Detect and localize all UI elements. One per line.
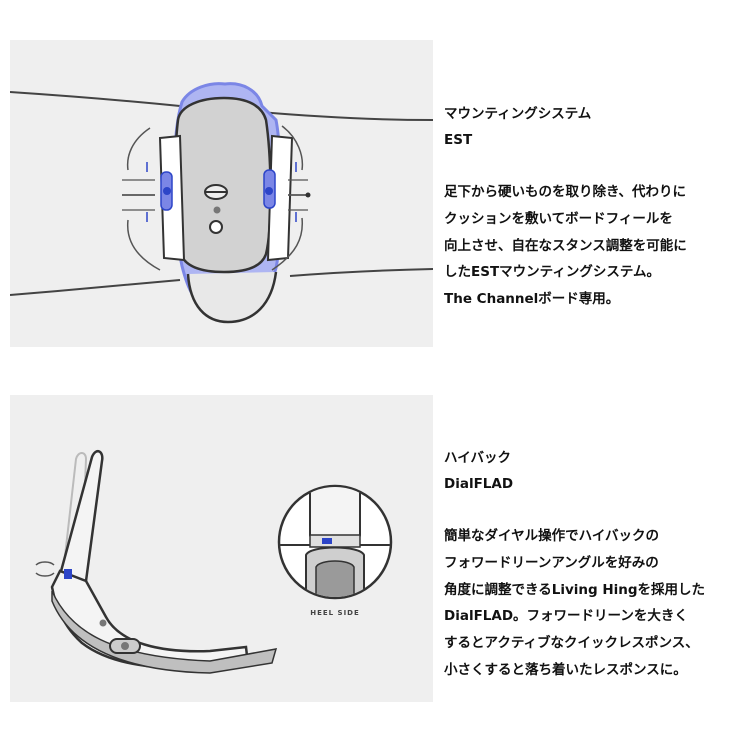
dialflad-title: ハイバック — [444, 450, 511, 466]
dialflad-body-line: DialFLAD。フォワードリーンを大きく — [444, 608, 688, 625]
dialflad-subtitle: DialFLAD — [444, 476, 514, 492]
dialflad-body-line: するとアクティブなクイックレスポンス、 — [444, 635, 699, 652]
est-body-line: The Channelボード専用。 — [444, 291, 620, 308]
est-illustration-panel — [10, 40, 433, 347]
dialflad-description: ハイバック DialFLAD 簡単なダイヤル操作でハイバックの フォワードリーン… — [444, 445, 728, 684]
est-subtitle: EST — [444, 132, 473, 148]
dialflad-body-line: 簡単なダイヤル操作でハイバックの — [444, 528, 660, 544]
dialflad-illustration-panel: HEEL SIDE — [10, 395, 433, 702]
est-description: マウンティングシステム EST 足下から硬いものを取り除き、代わりに クッション… — [444, 101, 728, 313]
est-body-line: クッションを敷いてボードフィールを — [444, 210, 673, 227]
dialflad-body: 簡単なダイヤル操作でハイバックの フォワードリーンアングルを好みの 角度に調整で… — [444, 523, 728, 684]
est-binding-illustration — [10, 82, 433, 324]
dialflad-binding-illustration — [35, 449, 393, 674]
dialflad-body-line: フォワードリーンアングルを好みの — [444, 554, 659, 571]
est-body: 足下から硬いものを取り除き、代わりに クッションを敷いてボードフィールを 向上さ… — [444, 179, 728, 313]
heel-side-label: HEEL SIDE — [310, 609, 360, 617]
dialflad-body-line: 角度に調整できるLiving Hingを採用した — [444, 581, 706, 598]
est-body-line: したESTマウンティングシステム。 — [444, 264, 660, 281]
est-title: マウンティングシステム — [444, 106, 592, 122]
est-body-line: 向上させ、自在なスタンス調整を可能に — [444, 237, 687, 254]
est-body-line: 足下から硬いものを取り除き、代わりに — [444, 184, 687, 200]
dialflad-body-line: 小さくすると落ち着いたレスポンスに。 — [444, 661, 687, 678]
